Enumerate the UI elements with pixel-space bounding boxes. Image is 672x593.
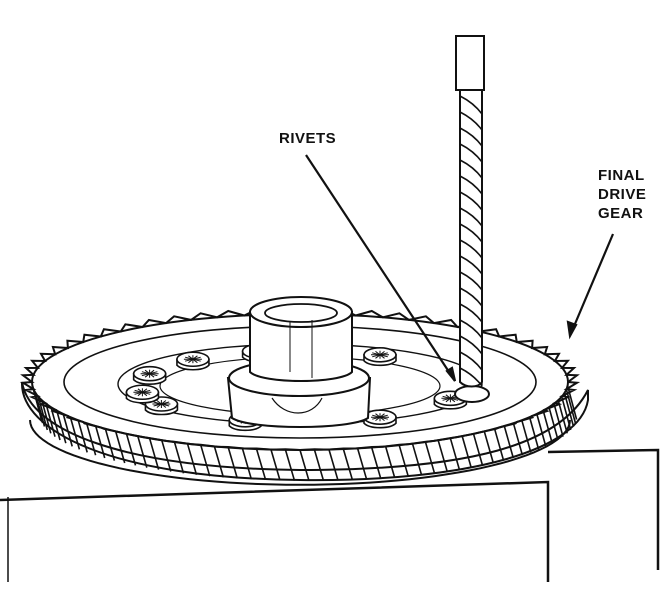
- rivet-head: [176, 351, 210, 371]
- tooth-line: [560, 396, 572, 431]
- tooth-line: [503, 425, 515, 459]
- rivet-head: [132, 365, 167, 385]
- tooth-line: [411, 443, 423, 476]
- gear-hub: [226, 296, 372, 428]
- tooth-line: [137, 435, 148, 468]
- tooth-line: [566, 385, 578, 420]
- tooth-line: [85, 422, 97, 456]
- tooth-line: [563, 392, 575, 427]
- final-drive-gear-label: FINAL DRIVE GEAR: [598, 166, 646, 223]
- tooth-line: [34, 392, 46, 427]
- tooth-line: [299, 449, 310, 482]
- drill-flutes: [459, 95, 483, 387]
- tooth-line: [200, 444, 211, 477]
- tooth-line: [557, 399, 568, 434]
- tooth-line: [186, 443, 198, 476]
- tooth-line: [213, 446, 225, 478]
- rivet-head: [454, 385, 490, 403]
- tooth-line: [94, 425, 106, 459]
- tooth-line: [328, 449, 339, 481]
- tooth-line: [114, 431, 126, 464]
- tooth-line: [370, 447, 382, 479]
- tooth-line: [50, 406, 61, 441]
- tooth-line: [255, 448, 267, 481]
- tooth-line: [173, 441, 185, 474]
- tooth-line: [512, 422, 524, 456]
- final-drive-gear-label-line: FINAL: [598, 167, 645, 184]
- tooth-line: [227, 447, 239, 479]
- tooth-line: [32, 389, 44, 424]
- tooth-line: [398, 444, 409, 477]
- tooth-line: [342, 448, 354, 481]
- tooth-line: [104, 428, 116, 461]
- tooth-line: [270, 449, 281, 481]
- tooth-line: [461, 435, 472, 468]
- leader-lines: [305, 154, 615, 382]
- tooth-line: [125, 433, 137, 466]
- tooth-line: [56, 410, 67, 444]
- tooth-line: [542, 410, 553, 444]
- tooth-line: [521, 419, 532, 453]
- tooth-line: [548, 406, 559, 441]
- tooth-line: [528, 416, 540, 450]
- tooth-line: [449, 438, 461, 470]
- tooth-line: [536, 413, 547, 447]
- tooth-line: [424, 441, 436, 474]
- tooth-line: [472, 433, 484, 466]
- tooth-line: [45, 403, 56, 437]
- gear-crown: [29, 419, 571, 486]
- tooth-line: [565, 389, 577, 424]
- tooth-line: [313, 449, 325, 481]
- drill-bit: [455, 35, 485, 388]
- tooth-line: [62, 413, 73, 447]
- tooth-line: [241, 448, 253, 480]
- tooth-line: [483, 431, 495, 464]
- tooth-line: [384, 446, 396, 478]
- helical-tooth-lines: [31, 385, 578, 482]
- tooth-line: [493, 428, 505, 461]
- rivet-head: [125, 384, 160, 404]
- tooth-line: [437, 440, 448, 472]
- rivets-label: RIVETS: [279, 130, 337, 147]
- final-drive-gear-label-line: DRIVE: [598, 186, 647, 203]
- rivet-head: [363, 409, 397, 429]
- tooth-line: [69, 416, 81, 450]
- tooth-line: [356, 448, 368, 480]
- final-drive-gear-label-line: GEAR: [598, 205, 644, 222]
- tooth-line: [161, 440, 172, 472]
- support-block: [0, 448, 660, 582]
- tooth-line: [148, 438, 160, 470]
- tooth-line: [284, 449, 296, 481]
- tooth-line: [77, 419, 88, 453]
- tooth-line: [37, 396, 49, 431]
- tooth-line: [41, 399, 52, 434]
- rivet-head: [363, 347, 397, 367]
- tooth-line: [553, 403, 564, 437]
